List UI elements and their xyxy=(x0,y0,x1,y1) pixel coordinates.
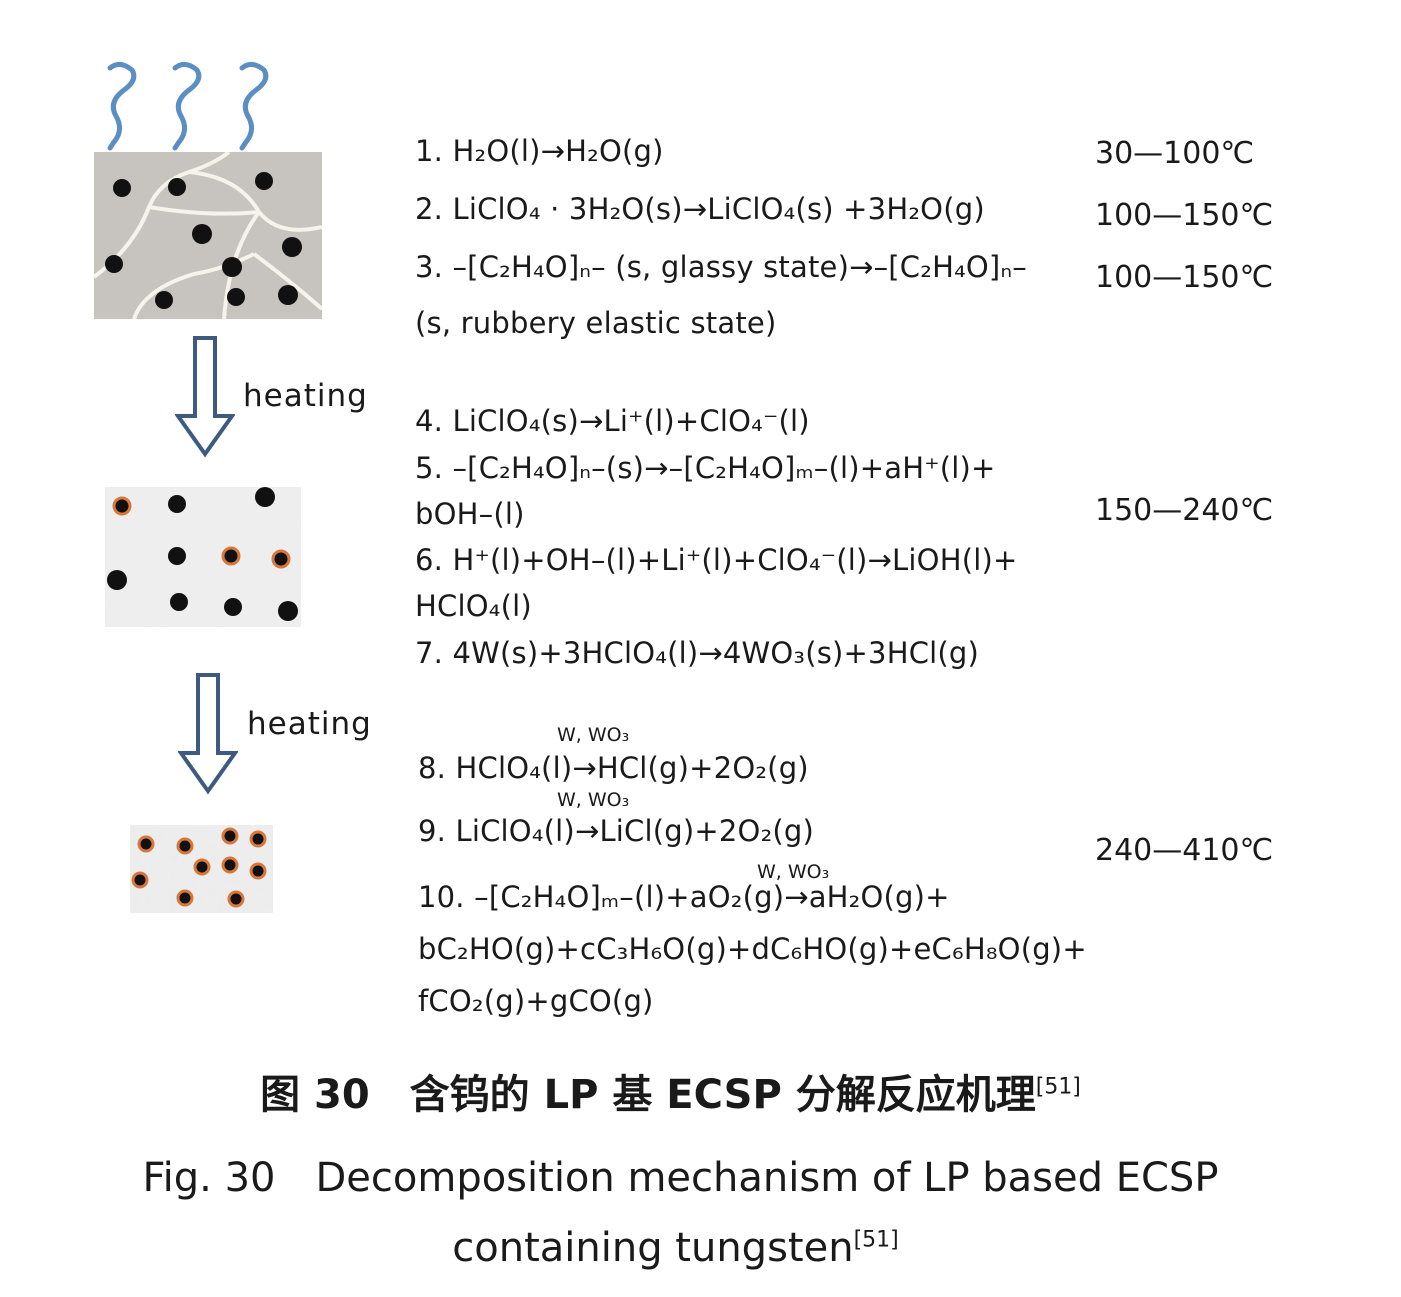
equation-5-cont: bOH–(l) xyxy=(415,497,525,531)
temperature-range: 30—100℃ xyxy=(1095,136,1255,171)
equation-6-cont: HClO₄(l) xyxy=(415,589,532,623)
equation-3-cont: (s, rubbery elastic state) xyxy=(415,306,777,340)
equation-3: 3. –[C₂H₄O]ₙ– (s, glassy state)→–[C₂H₄O]… xyxy=(415,250,1027,284)
stage2-softened-matrix xyxy=(105,487,301,627)
equation-10: 10. –[C₂H₄O]ₘ–(l)+aO₂(g)→aH₂O(g)+ xyxy=(418,880,950,914)
down-arrow-icon xyxy=(178,673,238,795)
down-arrow-icon xyxy=(175,336,235,458)
catalyst-label: W, WO₃ xyxy=(557,789,630,811)
caption-chinese-text: 图 30 含钨的 LP 基 ECSP 分解反应机理 xyxy=(260,1072,1036,1118)
equation-8: 8. HClO₄(l)→HCl(g)+2O₂(g) xyxy=(418,751,809,785)
equation-2: 2. LiClO₄ · 3H₂O(s)→LiClO₄(s) +3H₂O(g) xyxy=(415,192,985,226)
reference-marker: [51] xyxy=(853,1227,899,1253)
equation-9: 9. LiClO₄(l)→LiCl(g)+2O₂(g) xyxy=(418,814,815,848)
equation-7: 7. 4W(s)+3HClO₄(l)→4WO₃(s)+3HCl(g) xyxy=(415,636,980,670)
caption-english-line2: containing tungsten[51] xyxy=(0,1225,1376,1271)
caption-chinese: 图 30 含钨的 LP 基 ECSP 分解反应机理[51] xyxy=(0,1062,1371,1120)
temperature-range: 100—150℃ xyxy=(1095,198,1274,233)
equation-5: 5. –[C₂H₄O]ₙ–(s)→–[C₂H₄O]ₘ–(l)+aH⁺(l)+ xyxy=(415,451,996,485)
equation-6: 6. H⁺(l)+OH–(l)+Li⁺(l)+ClO₄⁻(l)→LiOH(l)+ xyxy=(415,543,1018,577)
catalyst-label: W, WO₃ xyxy=(557,724,630,746)
equation-1: 1. H₂O(l)→H₂O(g) xyxy=(415,134,664,168)
reference-marker: [51] xyxy=(1035,1074,1081,1100)
catalyst-label: W, WO₃ xyxy=(757,861,830,883)
equation-10-cont: fCO₂(g)+gCO(g) xyxy=(418,984,654,1018)
caption-english-line1: Fig. 30 Decomposition mechanism of LP ba… xyxy=(142,1155,1219,1201)
stage1-solid-matrix xyxy=(94,152,322,319)
arrow-label-heating: heating xyxy=(243,378,368,414)
equation-4: 4. LiClO₄(s)→Li⁺(l)+ClO₄⁻(l) xyxy=(415,404,810,438)
arrow-label-heating: heating xyxy=(247,706,372,742)
stage3-decomposed-residue xyxy=(130,825,273,913)
temperature-range: 240—410℃ xyxy=(1095,833,1274,868)
temperature-range: 150—240℃ xyxy=(1095,493,1274,528)
temperature-range: 100—150℃ xyxy=(1095,260,1274,295)
equation-10-cont: bC₂HO(g)+cC₃H₆O(g)+dC₆HO(g)+eC₆H₈O(g)+ xyxy=(418,932,1087,966)
caption-english-text: containing tungsten xyxy=(452,1225,854,1271)
vapor-wave-icons xyxy=(107,62,269,151)
